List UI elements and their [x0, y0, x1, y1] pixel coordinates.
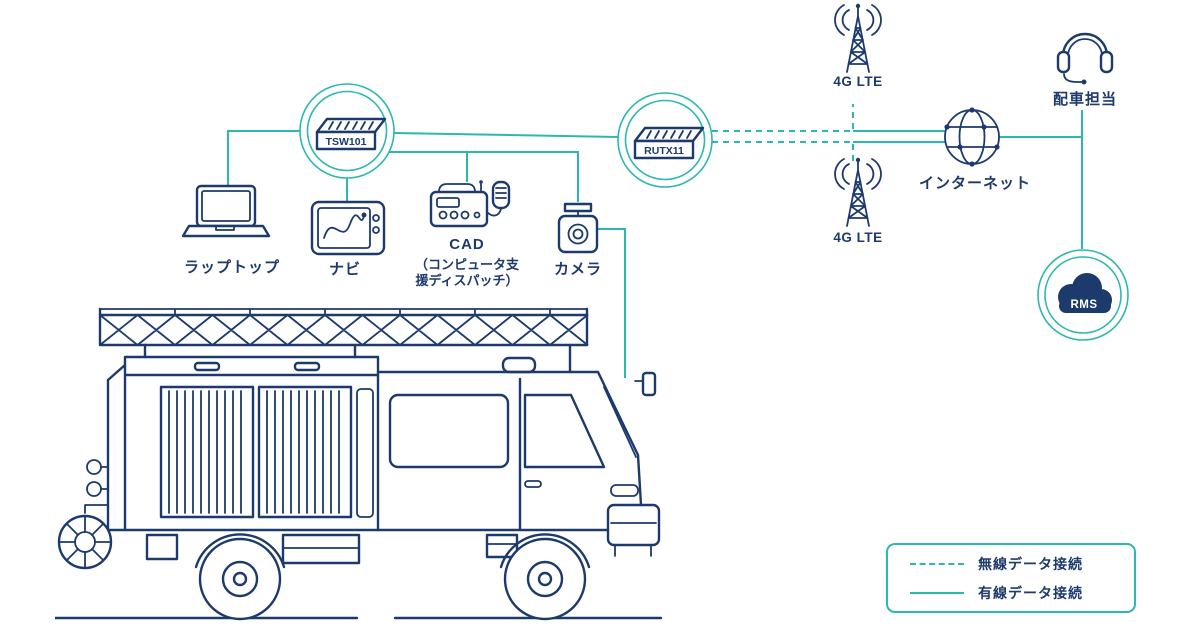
- node-dispatcher: [1050, 18, 1120, 86]
- cad-label: CAD: [449, 236, 485, 253]
- line-rutx11-lte-bottom: [712, 141, 854, 166]
- dashed-line-sample: [910, 562, 964, 565]
- rutx11-label: RUTX11: [644, 145, 684, 157]
- cad-sub-label-2: 援ディスパッチ）: [415, 273, 519, 288]
- laptop-icon: [181, 184, 271, 238]
- switch-icon: TSW101: [315, 117, 387, 151]
- legend-row-wired: 有線データ接続: [910, 583, 1134, 603]
- laptop-label: ラップトップ: [183, 259, 281, 276]
- tsw101-label: TSW101: [326, 136, 367, 148]
- node-rutx11: RUTX11: [615, 110, 715, 170]
- line-laptop-tsw101: [227, 130, 300, 186]
- cell-tower-icon: [834, 3, 882, 73]
- fire-truck-illustration: [55, 307, 663, 621]
- node-lte-top: [818, 2, 898, 90]
- node-rms: RMS: [1043, 263, 1123, 327]
- navi-label: ナビ: [328, 261, 362, 278]
- lte-bottom-label: 4G LTE: [833, 230, 883, 245]
- cad-sub-label-1: （コンピュータ支: [414, 257, 520, 272]
- line-camera-truck: [597, 228, 626, 378]
- globe-icon: [944, 107, 1000, 167]
- headset-icon: [1056, 32, 1114, 85]
- legend-wireless-label: 無線データ接続: [978, 555, 1083, 572]
- internet-label: インターネット: [918, 175, 1032, 192]
- lte-top-label: 4G LTE: [833, 74, 883, 89]
- legend-box: 無線データ接続 有線データ接続: [886, 543, 1136, 613]
- camera-icon: [557, 202, 599, 254]
- legend-wired-label: 有線データ接続: [978, 584, 1083, 601]
- cell-tower-icon: [834, 157, 882, 227]
- solid-line-sample: [910, 591, 964, 594]
- line-tsw101-rutx11: [393, 132, 619, 138]
- rms-label: RMS: [1070, 299, 1097, 311]
- legend-row-wireless: 無線データ接続: [910, 554, 1134, 574]
- node-cad: [422, 174, 512, 238]
- node-tsw101: TSW101: [297, 101, 397, 161]
- cloud-icon: RMS: [1058, 273, 1112, 313]
- node-lte-bottom: [818, 156, 898, 244]
- node-laptop: [178, 181, 278, 251]
- router-icon: RUTX11: [633, 126, 705, 160]
- node-camera: [548, 200, 608, 264]
- dispatcher-label: 配車担当: [1052, 91, 1118, 108]
- navigation-icon: [310, 200, 386, 256]
- radio-dispatch-icon: [429, 180, 511, 228]
- node-navi: [303, 196, 393, 260]
- node-internet: [937, 102, 1007, 172]
- line-rutx11-lte-top: [712, 104, 854, 132]
- line-tsw101-camera: [389, 151, 579, 202]
- camera-label: カメラ: [553, 261, 603, 278]
